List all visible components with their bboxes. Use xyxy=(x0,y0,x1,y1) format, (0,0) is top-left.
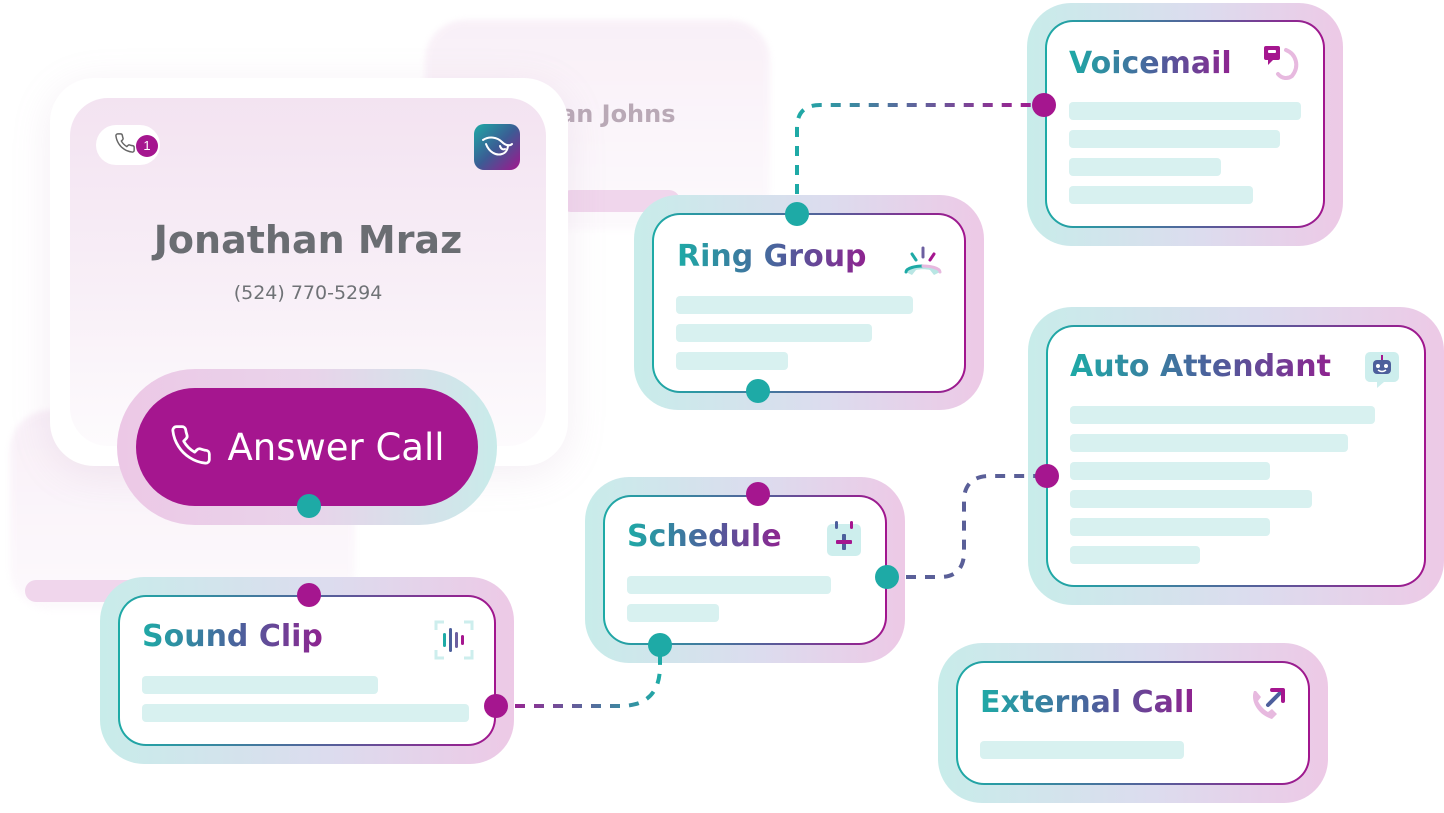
voicemail-icon xyxy=(1262,44,1302,84)
connector-ringgroup-voicemail xyxy=(795,103,1044,213)
connector-dot xyxy=(297,583,321,607)
auto-attendant-node[interactable] xyxy=(1046,325,1426,587)
connector-dot xyxy=(875,565,899,589)
robot-icon xyxy=(1363,350,1403,390)
placeholder-line xyxy=(676,352,788,370)
placeholder-line xyxy=(142,676,378,694)
external-call-node[interactable] xyxy=(956,661,1310,785)
placeholder-line xyxy=(980,741,1184,759)
connector-dot xyxy=(746,482,770,506)
missed-call-badge: 1 xyxy=(136,135,158,157)
auto-attendant-title: Auto Attendant xyxy=(1070,349,1331,384)
external-call-title: External Call xyxy=(980,685,1195,720)
schedule-node[interactable] xyxy=(603,495,887,645)
answer-call-label: Answer Call xyxy=(227,425,445,469)
placeholder-line xyxy=(1070,406,1375,424)
connector-dot xyxy=(1035,464,1059,488)
placeholder-line xyxy=(676,296,913,314)
connector-schedule-autoattendant xyxy=(887,474,1047,579)
connector-dot xyxy=(1032,93,1056,117)
answer-call-button[interactable]: Answer Call xyxy=(136,388,478,506)
ring-group-title: Ring Group xyxy=(677,239,867,274)
audio-wave-icon xyxy=(434,620,474,660)
background-card-text: an Johns xyxy=(560,100,676,128)
placeholder-line xyxy=(1070,518,1270,536)
placeholder-line xyxy=(1070,462,1270,480)
phone-icon xyxy=(114,132,136,158)
connector-dot xyxy=(746,379,770,403)
outgoing-call-icon xyxy=(1248,685,1288,725)
calendar-icon xyxy=(825,520,865,560)
connector-dot xyxy=(648,633,672,657)
placeholder-line xyxy=(627,604,719,622)
connector-soundclip-schedule xyxy=(496,645,662,708)
sound-clip-title: Sound Clip xyxy=(142,619,323,654)
placeholder-line xyxy=(1069,130,1280,148)
placeholder-line xyxy=(1070,546,1200,564)
ring-group-icon xyxy=(902,240,942,280)
schedule-title: Schedule xyxy=(627,519,782,554)
caller-phone-number: (524) 770-5294 xyxy=(233,282,383,304)
connector-dot xyxy=(484,694,508,718)
placeholder-line xyxy=(1070,490,1312,508)
placeholder-line xyxy=(1069,158,1221,176)
placeholder-line xyxy=(1070,434,1348,452)
placeholder-line xyxy=(676,324,872,342)
connector-dot xyxy=(297,494,321,518)
placeholder-line xyxy=(1069,186,1253,204)
placeholder-line xyxy=(627,576,831,594)
placeholder-line xyxy=(142,704,469,722)
placeholder-line xyxy=(1069,102,1301,120)
phone-icon xyxy=(169,423,213,471)
caller-name: Jonathan Mraz xyxy=(153,218,463,262)
app-logo-icon xyxy=(474,124,520,170)
voicemail-title: Voicemail xyxy=(1069,46,1232,81)
connector-dot xyxy=(785,202,809,226)
